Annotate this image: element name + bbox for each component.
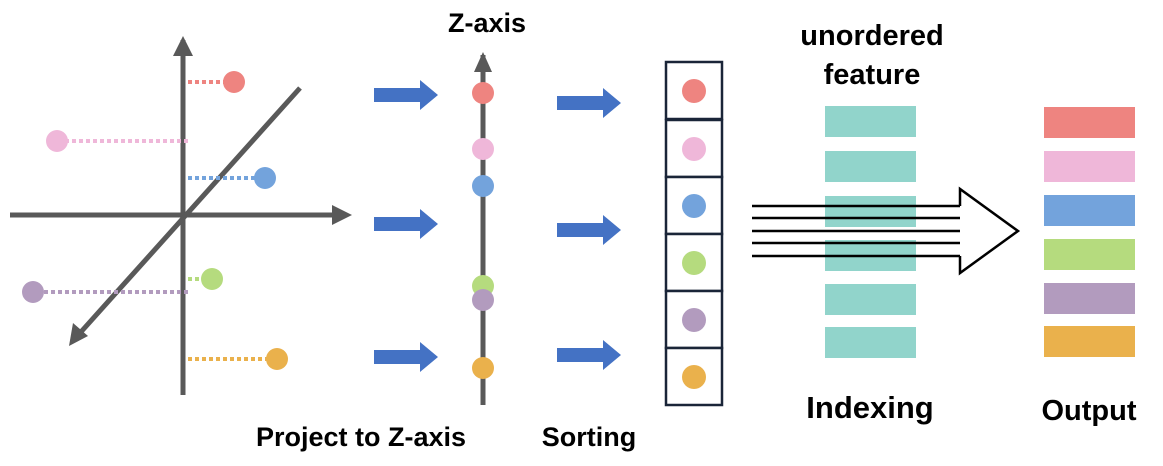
flow-arrows: [374, 80, 621, 372]
output-bar-purple: [1044, 283, 1135, 314]
sorted-point-purple: [682, 308, 706, 332]
output-bar-green: [1044, 239, 1135, 270]
sort-arrow-1: [557, 88, 621, 118]
output-label: Output: [1041, 395, 1136, 427]
sorted-point-blue: [682, 194, 706, 218]
vertical-axis-head: [173, 36, 193, 56]
point-pink: [46, 130, 68, 152]
project-arrow-2: [374, 209, 438, 239]
feature-bar: [825, 196, 916, 227]
sorted-point-red: [682, 79, 706, 103]
z-point-red: [472, 82, 494, 104]
unordered-label-line2: feature: [824, 59, 921, 91]
indexing-arrow: [752, 186, 1021, 276]
z-axis-label: Z-axis: [448, 8, 526, 38]
sorted-list: [664, 60, 724, 407]
diagonal-axis: [78, 86, 302, 335]
output-bar-red: [1044, 107, 1135, 138]
z-point-blue: [472, 175, 494, 197]
feature-bar: [825, 151, 916, 182]
feature-bar: [825, 327, 916, 358]
output-bar-orange: [1044, 326, 1135, 357]
diagonal-axis-head: [69, 323, 88, 346]
z-axis-head: [474, 52, 492, 72]
horizontal-axis-head: [332, 205, 352, 225]
z-point-purple: [472, 289, 494, 311]
feature-bar: [825, 106, 916, 137]
indexing-label: Indexing: [806, 390, 933, 425]
sorting-label: Sorting: [542, 422, 637, 452]
sorted-point-green: [682, 251, 706, 275]
coordinate-system: [10, 36, 352, 395]
point-green: [201, 268, 223, 290]
output-bar-blue: [1044, 195, 1135, 226]
z-point-orange: [472, 357, 494, 379]
sorted-point-pink: [682, 137, 706, 161]
z-point-pink: [472, 138, 494, 160]
projected-points: [22, 71, 288, 370]
output-bar-pink: [1044, 151, 1135, 182]
point-purple: [22, 281, 44, 303]
sort-arrow-2: [557, 215, 621, 245]
z-axis: [472, 52, 494, 405]
unordered-feature-stack: [825, 106, 916, 358]
indexing-arrow-head: [958, 186, 1021, 276]
feature-bar: [825, 284, 916, 315]
project-arrow-1: [374, 80, 438, 110]
output-stack: [1044, 107, 1135, 357]
point-orange: [266, 348, 288, 370]
sort-arrow-3: [557, 340, 621, 370]
unordered-label-line1: unordered: [800, 20, 943, 52]
project-arrow-3: [374, 342, 438, 372]
sorted-point-orange: [682, 365, 706, 389]
project-label: Project to Z-axis: [256, 422, 466, 452]
point-red: [223, 71, 245, 93]
point-blue: [254, 167, 276, 189]
